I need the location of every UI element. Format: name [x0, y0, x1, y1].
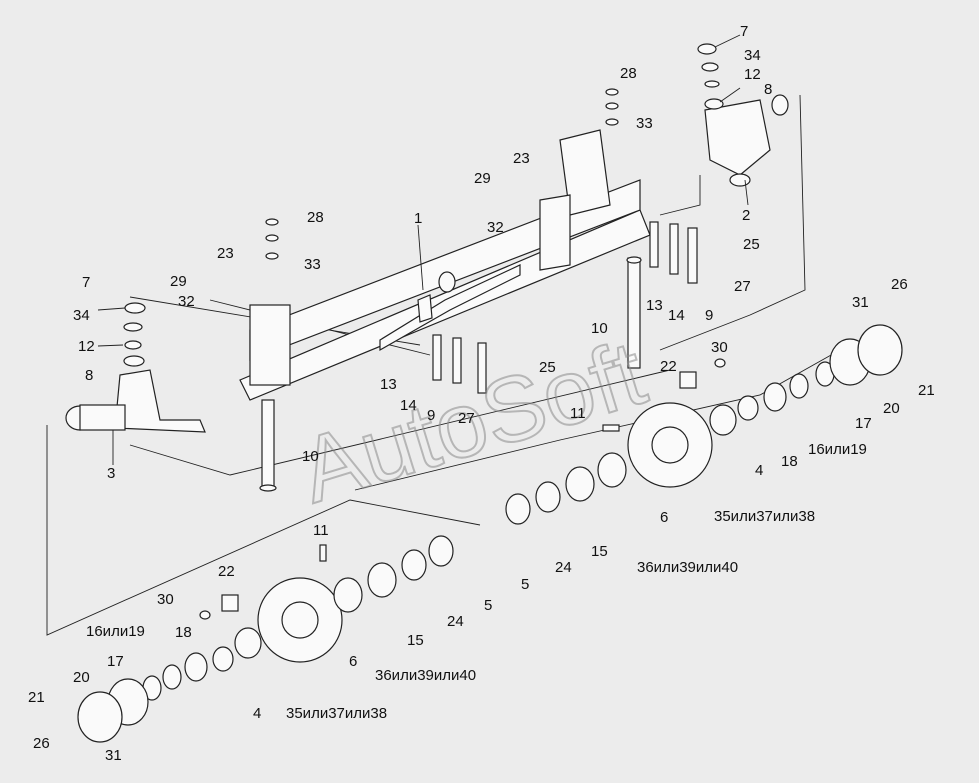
plates-right: [649, 221, 698, 284]
nut-stack-left: [265, 218, 279, 260]
label-7-left: 7: [82, 274, 90, 291]
label-8-right: 8: [764, 81, 772, 98]
label-33-left: 33: [304, 256, 321, 273]
label-16-left: 16или19: [86, 623, 145, 640]
label-28-right: 28: [620, 65, 637, 82]
label-10-left: 10: [302, 448, 319, 465]
label-32-left: 32: [178, 293, 195, 310]
label-25-left: 25: [539, 359, 556, 376]
label-26-left: 26: [33, 735, 50, 752]
label-35-left: 35или37или38: [286, 705, 387, 722]
label-22-right: 22: [660, 358, 677, 375]
label-35-right: 35или37или38: [714, 508, 815, 525]
label-27-right: 27: [734, 278, 751, 295]
label-13-left: 13: [380, 376, 397, 393]
label-11-left: 11: [313, 522, 329, 539]
label-4-right: 4: [755, 462, 763, 479]
label-6-right: 6: [660, 509, 668, 526]
label-4-left: 4: [253, 705, 261, 722]
label-24-right: 24: [555, 559, 572, 576]
plates-left: [432, 334, 487, 394]
hub-assembly-right: [505, 324, 903, 525]
axle-beam: [239, 129, 651, 401]
label-1: 1: [414, 210, 422, 227]
label-31-left: 31: [105, 747, 122, 764]
leader-lines: [97, 34, 749, 465]
callout-labels: 1 2 3 4 4 5 5 6 6 7 7 8 8 9 9 10 10 11 1…: [28, 23, 935, 764]
label-31-right: 31: [852, 294, 869, 311]
label-5-right: 5: [521, 576, 529, 593]
label-15-left: 15: [407, 632, 424, 649]
label-14-right: 14: [668, 307, 685, 324]
label-16-right: 16или19: [808, 441, 867, 458]
label-22-left: 22: [218, 563, 235, 580]
label-14-left: 14: [400, 397, 417, 414]
label-29-right: 29: [474, 170, 491, 187]
label-34-right: 34: [744, 47, 761, 64]
label-15-right: 15: [591, 543, 608, 560]
label-12-left: 12: [78, 338, 95, 355]
label-17-right: 17: [855, 415, 872, 432]
label-5-left: 5: [484, 597, 492, 614]
label-2: 2: [742, 207, 750, 224]
label-13-right: 13: [646, 297, 663, 314]
label-6-left: 6: [349, 653, 357, 670]
steering-knuckle-left: [65, 369, 206, 433]
label-9-right: 9: [705, 307, 713, 324]
label-8-left: 8: [85, 367, 93, 384]
label-17-left: 17: [107, 653, 124, 670]
label-33-right: 33: [636, 115, 653, 132]
label-23-left: 23: [217, 245, 234, 262]
label-9-left: 9: [427, 407, 435, 424]
label-29-left: 29: [170, 273, 187, 290]
label-30-left: 30: [157, 591, 174, 608]
label-3: 3: [107, 465, 115, 482]
label-18-left: 18: [175, 624, 192, 641]
label-11-right: 11: [570, 405, 586, 422]
kingpin-right: [626, 256, 642, 369]
kingpin-left: [259, 399, 277, 492]
label-24-left: 24: [447, 613, 464, 630]
label-10-right: 10: [591, 320, 608, 337]
label-36-left: 36или39или40: [375, 667, 476, 684]
label-18-right: 18: [781, 453, 798, 470]
label-27-left: 27: [458, 410, 475, 427]
label-12-right: 12: [744, 66, 761, 83]
label-20-left: 20: [73, 669, 90, 686]
label-23-right: 23: [513, 150, 530, 167]
nut-stack-right: [605, 88, 619, 126]
label-21-left: 21: [28, 689, 45, 706]
label-32-right: 32: [487, 219, 504, 236]
label-34-left: 34: [73, 307, 90, 324]
label-7-right: 7: [740, 23, 748, 40]
label-20-right: 20: [883, 400, 900, 417]
label-36-right: 36или39или40: [637, 559, 738, 576]
label-26-right: 26: [891, 276, 908, 293]
label-28-left: 28: [307, 209, 324, 226]
label-25-right: 25: [743, 236, 760, 253]
label-21-right: 21: [918, 382, 935, 399]
label-30-right: 30: [711, 339, 728, 356]
hub-assembly-left: [77, 535, 454, 743]
washer-stack-right: [697, 43, 724, 110]
washer-stack-left: [123, 302, 146, 367]
